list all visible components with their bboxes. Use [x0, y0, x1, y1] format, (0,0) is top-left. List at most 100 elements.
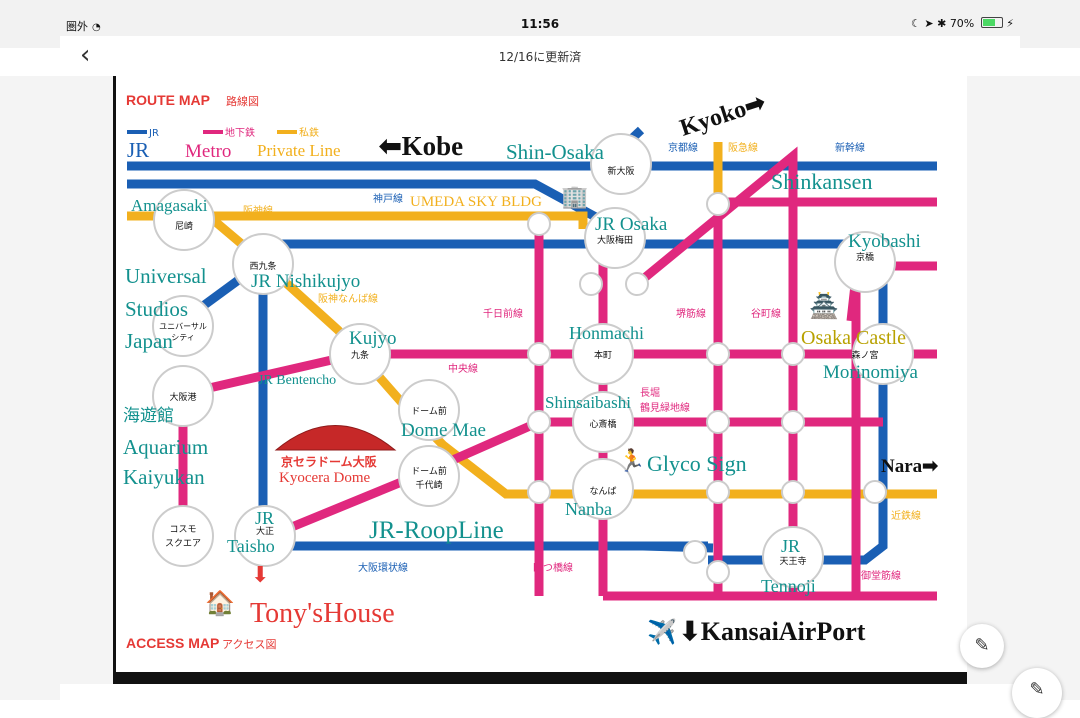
label-hanshin-namba: 阪神なんば線	[318, 292, 378, 305]
edit-fab-button-2[interactable]: ✎	[1012, 668, 1062, 718]
node-12	[863, 480, 887, 504]
location-icon: ➤	[924, 17, 934, 30]
station-honmachi-en: Honmachi	[569, 323, 644, 343]
station-honmachi	[572, 323, 634, 385]
label-tsurumi: 鶴見緑地線	[640, 401, 690, 414]
bottom-strip	[60, 684, 1020, 700]
label-shinkansen-jp: 新幹線	[835, 141, 865, 154]
wifi-icon: ◔	[92, 22, 101, 33]
station-tennoji-en2: Tennoji	[761, 576, 816, 596]
route-map-svg: ROUTE MAP 路線図 JR JR 地下鉄 Metro 私鉄 Private…	[123, 89, 938, 651]
label-midosuji: 御堂筋線	[861, 569, 901, 582]
annotation-tonys-house: Tony'sHouse	[250, 598, 395, 629]
map-bottom-border	[113, 672, 967, 684]
station-osakako-en2: Kaiyukan	[123, 465, 205, 489]
legend-metro-label: 地下鉄	[225, 126, 255, 139]
station-shinsaibashi-jp: 心斎橋	[589, 418, 616, 430]
label-tanimachi: 谷町線	[751, 307, 781, 320]
station-shinsaibashi	[572, 391, 634, 453]
station-namba	[572, 458, 634, 520]
annotation-umeda-sky: UMEDA SKY BLDG	[410, 194, 542, 210]
station-usj-jp2: シティ	[171, 333, 195, 342]
line-hanshin	[127, 211, 588, 229]
station-amagasaki	[153, 189, 215, 251]
node-9	[527, 480, 551, 504]
node-14	[625, 272, 649, 296]
line-jr-loop-bottom	[263, 541, 714, 553]
station-taisho-en2: Taisho	[227, 536, 275, 556]
annotation-roopline: JR-RoopLine	[369, 517, 504, 544]
node-5	[781, 342, 805, 366]
access-map-header-jp: アクセス図	[222, 638, 276, 651]
station-shin-osaka-en: Shin-Osaka	[506, 140, 605, 164]
annotation-shinkansen: Shinkansen	[771, 169, 872, 194]
moon-icon: ☾	[911, 17, 921, 30]
legend-private-caption: Private Line	[257, 141, 341, 160]
node-10	[706, 480, 730, 504]
battery-percent: 70%	[949, 17, 975, 30]
node-13	[579, 272, 603, 296]
arrow-down-icon: ⬇	[251, 562, 269, 587]
node-16	[706, 560, 730, 584]
station-nishikujo-en: JR Nishikujyo	[251, 271, 360, 292]
station-osaka-umeda-jp: 大阪梅田	[597, 234, 633, 246]
bluetooth-icon: ✱	[937, 17, 947, 30]
route-map-header-jp: 路線図	[226, 94, 259, 108]
node-11	[781, 480, 805, 504]
station-shin-osaka	[590, 133, 652, 195]
station-amagasaki-jp: 尼崎	[175, 220, 193, 232]
node-15	[683, 540, 707, 564]
station-dome-mae	[398, 379, 460, 441]
annotation-glyco: Glyco Sign	[647, 451, 747, 476]
station-usj-jp: ユニバーサル	[159, 322, 207, 331]
station-osaka-umeda-en: JR Osaka	[595, 214, 668, 235]
annotation-nara: Nara➡	[881, 456, 938, 477]
clock: 11:56	[520, 17, 560, 31]
station-dome-mae-jp: ドーム前	[411, 405, 447, 417]
label-kintetsu: 近鉄線	[891, 509, 921, 522]
line-jr-kobe	[127, 179, 606, 225]
edit-fab-button[interactable]: ✎	[960, 624, 1004, 668]
label-sakaisuji: 堺筋線	[676, 307, 706, 320]
station-dome-chiyozaki	[398, 445, 460, 507]
legend-jr-label: JR	[148, 128, 159, 139]
node-2	[527, 212, 551, 236]
label-yotsubashi: 四つ橋線	[533, 561, 573, 574]
glyco-icon: 🏃	[618, 448, 645, 473]
station-kyobashi	[834, 231, 896, 293]
plane-icon: ✈️	[647, 617, 677, 646]
label-hanshin-line: 阪神線	[243, 204, 273, 217]
station-usj-en2: Studios	[125, 297, 188, 321]
station-morinomiya-jp: 森ノ宮	[851, 349, 878, 361]
station-usj-en: Universal	[125, 264, 207, 288]
label-osaka-loop: 大阪環状線	[358, 561, 408, 574]
station-cosmo-jp: コスモ	[169, 525, 196, 535]
station-taisho-en: JR	[255, 508, 274, 528]
annotation-kyocera-jp: 京セラドーム大阪	[281, 454, 378, 469]
station-kujo	[329, 323, 391, 385]
annotation-osaka-castle: Osaka Castle	[801, 327, 906, 349]
legend-metro-caption: Metro	[185, 141, 231, 162]
station-dome-mae-en: Dome Mae	[401, 420, 486, 441]
line-yotsubashi	[634, 146, 798, 596]
battery-icon	[980, 17, 1003, 28]
station-namba-en: Nanba	[565, 499, 612, 519]
station-kyobashi-jp: 京橋	[856, 251, 874, 263]
station-osaka-umeda	[584, 207, 646, 269]
label-kobe-line: 神戸線	[373, 192, 403, 205]
station-osakako-en-jp: 海遊館	[123, 406, 174, 426]
label-chuo: 中央線	[448, 362, 478, 375]
annotation-kyoto: Kyoko➡	[677, 89, 770, 141]
station-usj	[152, 295, 214, 357]
legend-private-label: 私鉄	[299, 126, 319, 139]
station-tennoji-jp: 天王寺	[779, 556, 806, 567]
annotation-kobe: ⬅Kobe	[379, 131, 463, 161]
station-honmachi-jp: 本町	[594, 349, 612, 361]
station-dome-chiyozaki-jp2: 千代崎	[415, 479, 442, 491]
label-nagahori: 長堀	[640, 387, 660, 399]
legend-jr-caption: JR	[127, 138, 149, 162]
house-icon: 🏠	[205, 590, 235, 617]
chevron-left-icon[interactable]: ‹	[80, 40, 91, 70]
node-7	[706, 410, 730, 434]
annotation-kansai: ⬇KansaiAirPort	[679, 617, 866, 646]
